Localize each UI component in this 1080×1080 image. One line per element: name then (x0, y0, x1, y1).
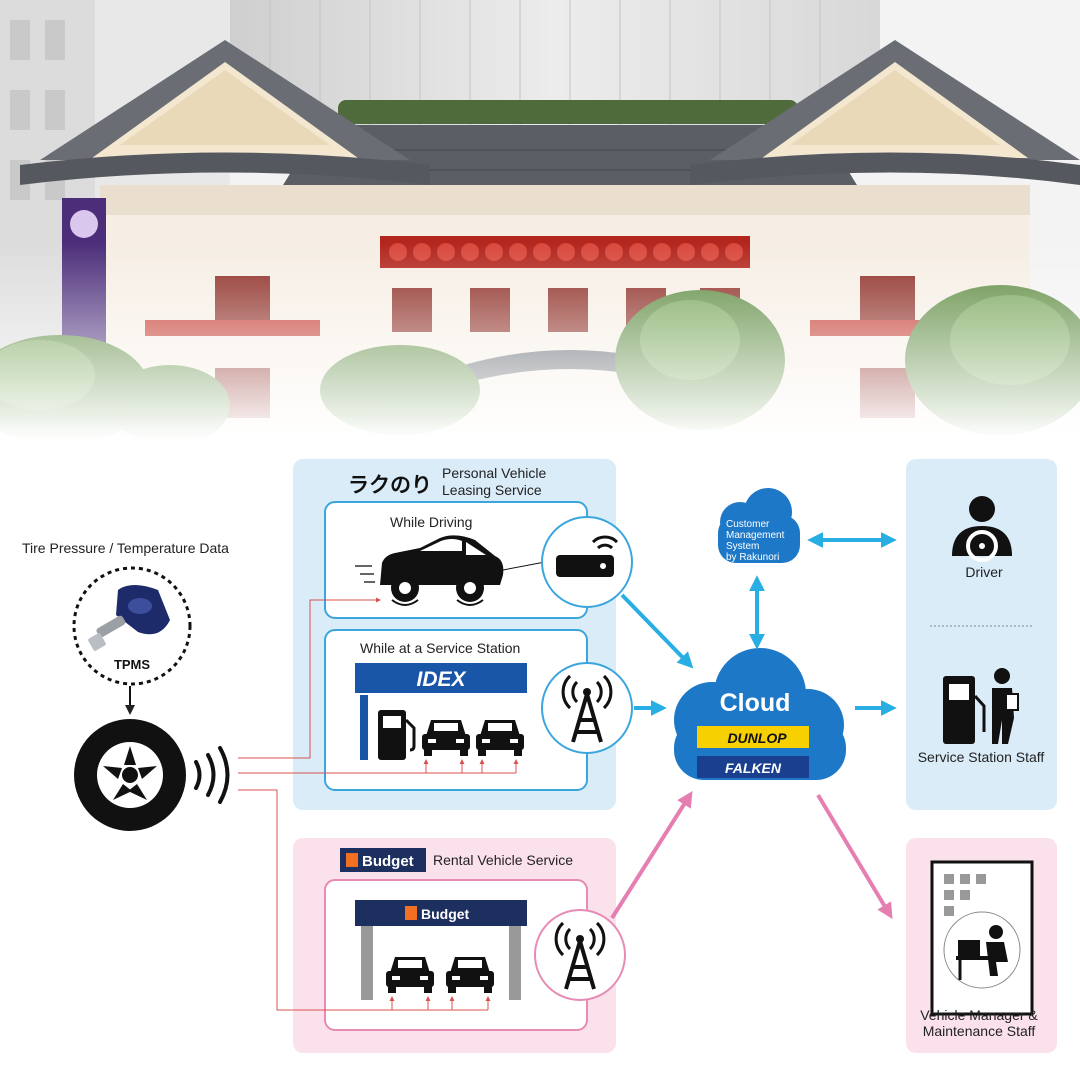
idex-logo: IDEX (416, 668, 467, 691)
tpms-sensor-icon (88, 585, 170, 651)
dunlop-logo-bg (697, 726, 809, 748)
manager-label-line2: Maintenance Staff (923, 1023, 1036, 1039)
budget-sign-logo: Budget (421, 906, 470, 922)
office-manager-icon (930, 860, 1034, 1016)
dunlop-logo: DUNLOP (727, 730, 787, 746)
station-antenna-circle (541, 662, 633, 754)
station-staff-label: Service Station Staff (918, 749, 1045, 765)
driver-label: Driver (965, 564, 1003, 580)
budget-brand-logo: Budget (362, 853, 414, 870)
rakunori-title-line1: Personal Vehicle (442, 465, 547, 481)
sensor-caption: Tire Pressure / Temperature Data (22, 540, 229, 556)
wifi-router-icon (556, 535, 619, 577)
falken-logo: FALKEN (725, 760, 782, 776)
budget-title: Rental Vehicle Service (433, 852, 573, 868)
cms-line3: System (726, 541, 759, 552)
cms-line1: Customer (726, 519, 770, 530)
rakunori-brand-logo: ラクのり (348, 474, 432, 497)
tire-icon (74, 719, 186, 831)
cms-line4: by Rakunori (726, 552, 779, 563)
budget-antenna-circle (534, 909, 626, 1001)
theatre-building-photo (0, 0, 1080, 440)
driver-icon (952, 496, 1012, 562)
fuel-pump-icon (378, 710, 416, 760)
tpms-label: TPMS (114, 657, 150, 672)
cloud-title: Cloud (720, 689, 791, 717)
cms-line2: Management (726, 530, 785, 541)
blue-flow-arrows (620, 532, 897, 716)
while-driving-label: While Driving (390, 514, 472, 530)
service-station-label: While at a Service Station (360, 640, 520, 656)
tire-data-connectors (238, 597, 516, 1011)
station-staff-icon (943, 668, 1019, 744)
pink-flow-arrows (610, 790, 893, 920)
budget-sign (355, 900, 527, 926)
signal-waves-icon (194, 746, 230, 804)
cms-cloud-shape (718, 488, 800, 563)
rakunori-title-line2: Leasing Service (442, 482, 542, 498)
manager-label-line1: Vehicle Manager & (920, 1007, 1038, 1023)
falken-logo-bg (697, 756, 809, 778)
car-side-icon (355, 535, 504, 606)
idex-sign (355, 663, 527, 693)
